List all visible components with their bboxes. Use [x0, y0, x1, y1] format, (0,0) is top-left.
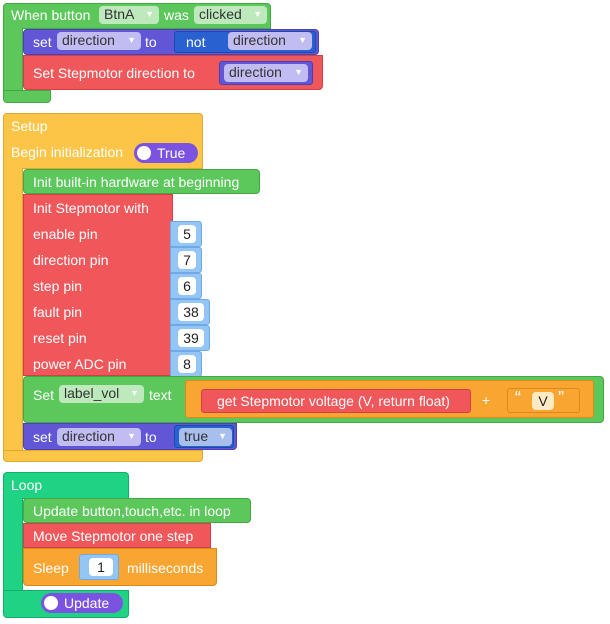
chevron-down-icon: ▼: [130, 388, 139, 398]
set-label: set: [33, 34, 52, 50]
toggle-knob-icon: [44, 596, 58, 610]
pin-input-reset[interactable]: 39: [178, 329, 204, 347]
chevron-down-icon: ▼: [127, 35, 136, 45]
string-input[interactable]: V: [532, 392, 554, 410]
init-stepmotor-label: Init Stepmotor with: [33, 200, 149, 216]
pin-input-enable[interactable]: 5: [178, 225, 196, 243]
loop-block[interactable]: [3, 472, 129, 499]
direction-var-dropdown[interactable]: direction▼: [224, 64, 308, 82]
setup-title: Setup: [11, 118, 48, 134]
update-loop-block[interactable]: [23, 498, 251, 523]
update-toggle[interactable]: Update: [41, 593, 123, 613]
begin-init-toggle[interactable]: True: [134, 143, 198, 163]
get-voltage-block[interactable]: [201, 389, 471, 413]
setup-block-arm: [3, 168, 23, 452]
true-dropdown[interactable]: true▼: [179, 428, 232, 446]
pin-input-fault[interactable]: 38: [178, 303, 204, 321]
chevron-down-icon: ▼: [145, 9, 154, 19]
init-hardware-block[interactable]: [23, 169, 260, 194]
to-label: to: [145, 34, 157, 50]
pin-label-power-adc: power ADC pin: [33, 356, 127, 372]
text-label: text: [149, 387, 172, 403]
pin-label-enable: enable pin: [33, 226, 98, 242]
toggle-knob-icon: [137, 146, 151, 160]
pin-input-power-adc[interactable]: 8: [178, 355, 196, 373]
event-block-arm: [3, 28, 23, 98]
get-voltage-label: get Stepmotor voltage (V, return float): [217, 393, 450, 409]
button-name-dropdown[interactable]: BtnA▼: [99, 6, 159, 24]
chevron-down-icon: ▼: [298, 35, 307, 45]
chevron-down-icon: ▼: [127, 431, 136, 441]
not-label: not: [186, 34, 206, 50]
chevron-down-icon: ▼: [253, 9, 262, 19]
loop-block-arm: [3, 498, 23, 614]
pin-label-step: step pin: [33, 278, 83, 294]
pin-input-direction[interactable]: 7: [178, 251, 196, 269]
when-button-label: When button: [11, 7, 91, 23]
stepmotor-direction-label: Set Stepmotor direction to: [33, 65, 195, 81]
move-stepmotor-label: Move Stepmotor one step: [33, 528, 194, 544]
init-stepmotor-block[interactable]: [23, 194, 173, 376]
move-stepmotor-block[interactable]: [23, 523, 211, 548]
sleep-label: Sleep: [33, 560, 69, 576]
event-type-dropdown[interactable]: clicked▼: [194, 6, 267, 24]
set-var-dropdown-2[interactable]: direction▼: [57, 428, 141, 446]
pin-label-reset: reset pin: [33, 330, 87, 346]
pin-label-fault: fault pin: [33, 304, 83, 320]
was-label: was: [164, 7, 189, 23]
init-hardware-label: Init built-in hardware at beginning: [33, 174, 240, 190]
set-label-prefix: Set: [33, 387, 55, 403]
update-loop-label: Update button,touch,etc. in loop: [33, 503, 231, 519]
chevron-down-icon: ▼: [218, 431, 227, 441]
chevron-down-icon: ▼: [294, 67, 303, 77]
pin-input-step[interactable]: 6: [178, 277, 196, 295]
pin-label-direction: direction pin: [33, 252, 109, 268]
milliseconds-label: milliseconds: [127, 560, 204, 576]
plus-label: +: [482, 392, 491, 408]
label-name-dropdown[interactable]: label_vol▼: [59, 385, 144, 403]
begin-init-label: Begin initialization: [11, 144, 124, 160]
quote-close-icon: ”: [558, 388, 564, 408]
loop-title: Loop: [11, 477, 43, 493]
sleep-block[interactable]: [23, 548, 217, 586]
quote-open-icon: “: [515, 388, 521, 408]
setup-block-bottom: [3, 450, 203, 462]
to-label-2: to: [145, 429, 157, 445]
set-label-2: set: [33, 429, 52, 445]
event-block-bottom: [3, 90, 51, 103]
not-var-dropdown[interactable]: direction▼: [228, 32, 312, 50]
sleep-input[interactable]: 1: [89, 558, 113, 576]
set-var-dropdown[interactable]: direction▼: [57, 32, 141, 50]
